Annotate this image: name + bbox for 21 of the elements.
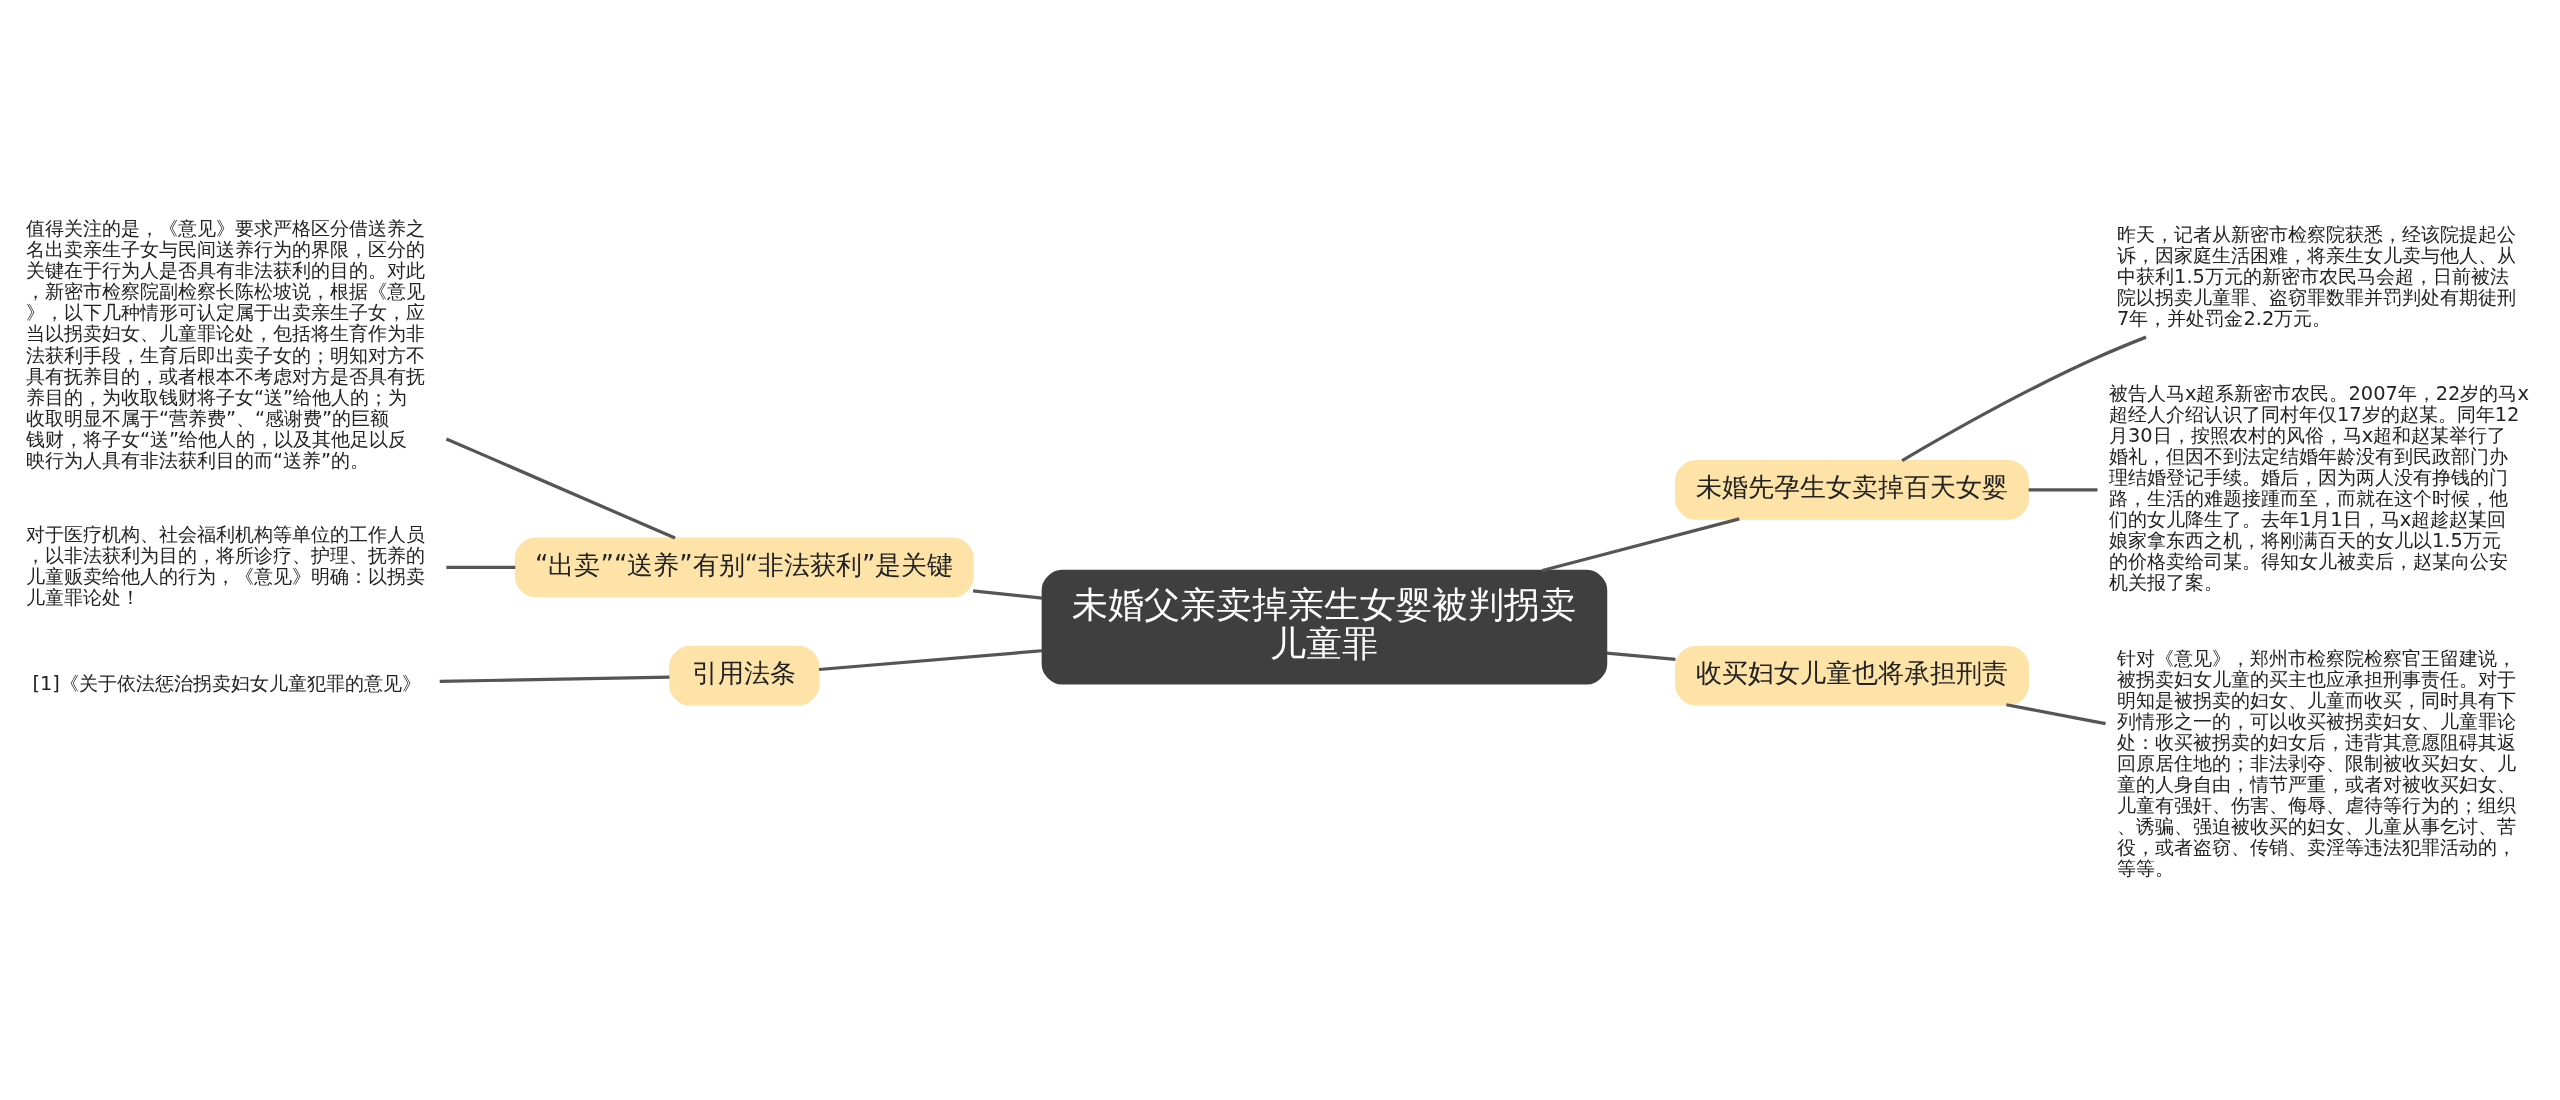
connector [445,437,676,540]
node-box: 引用法条 [669,645,820,706]
connector [446,565,516,569]
node-box: 收买妇女儿童也将承担刑责 [1675,645,2030,706]
connector [439,675,670,683]
node-text: 对于医疗机构、社会福利机构等单位的工作人员，以非法获利为目的，将所诊疗、护理、抚养的儿童贩卖给他人的行为，《意见》明确：以拐卖儿童罪论处！ [25,522,425,609]
connector [2006,703,2106,726]
node-text: 值得关注的是，《意见》要求严格区分借送养之名出卖亲生子女与民间送养行为的界限，区分的关键在于行为人是否具有非法获利的目的。对此，新密市检察院副检察长陈松坡说，根据《意见》，以下几种情形可认定属于出卖亲生子女，应当以拐卖妇女、儿童罪论处，包括将生育作为非法获利手段，生育后即出卖子女的；明知对方不具有抚养目的，或者根本不考虑对方是否具有抚养目的，为收取钱财将子女“送”给他人的；为收取明显不属于“营养费”、“感谢费”的巨额钱财，将子女“送”给他人的，以及其他足以反映行为人具有非法获利目的而“送养”的。 [25,217,425,472]
connector [1901,335,2147,462]
connector [972,589,1043,600]
node-box: 未婚父亲卖掉亲生女婴被判拐卖儿童罪 [1041,569,1608,685]
node-text: 针对《意见》，郑州市检察院检察官王留建说，被拐卖妇女儿童的买主也应承担刑事责任。对于明知是被拐卖的妇女、儿童而收买，同时具有下列情形之一的，可以收买被拐卖妇女、儿童罪论处：收买被拐卖的妇女后，违背其意愿阻碍其返回原居住地的；非法剥夺、限制被收买妇女、儿童的人身自由，情节严重，或者对被收买妇女、儿童有强奸、伤害、侮辱、虐待等行为的；组织、诱骗、强迫被收买的妇女、儿童从事乞讨、苦役，或者盗窃、传销、卖淫等违法犯罪活动的，等等。 [2117,646,2517,880]
node-text: [1]《关于依法惩治拐卖妇女儿童犯罪的意见》 [32,672,421,696]
connector [2028,488,2098,492]
connector [1606,651,1676,662]
connector [818,649,1043,672]
connector [1541,517,1740,573]
node-text: 被告人马x超系新密市农民。2007年，22岁的马x超经人介绍认识了同村年仅17岁的赵某。同年12月30日，按照农村的风俗，马x超和赵某举行了婚礼，但因不到法定结婚年龄没有到民政部门办理结婚登记手续。婚后，因为两人没有挣钱的门路，生活的难题接踵而至，而就在这个时候，他们的女儿降生了。去年1月1日，马x超趁赵某回娘家拿东西之机，将刚满百天的女儿以1.5万元的价格卖给司某。得知女儿被卖后，赵某向公安机关报了案。 [2109,382,2529,595]
node-text: 昨天，记者从新密市检察院获悉，经该院提起公诉，因家庭生活困难，将亲生女儿卖与他人、从中获利1.5万元的新密市农民马会超，日前被法院以拐卖儿童罪、盗窃罪数罪并罚判处有期徒刑7年，并处罚金2.2万元。 [2117,223,2517,331]
node-box: 未婚先孕生女卖掉百天女婴 [1675,459,2030,520]
node-box: “出卖”“送养”有别“非法获利”是关键 [514,537,974,598]
